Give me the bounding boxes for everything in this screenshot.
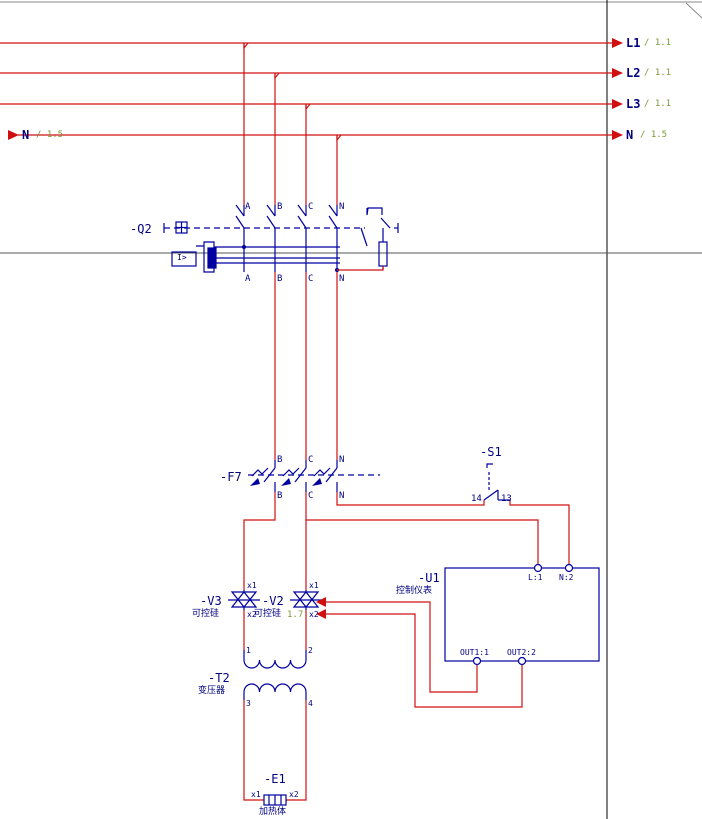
bus-l3-label: L3 bbox=[626, 97, 641, 111]
bus-l2-label: L2 bbox=[626, 66, 641, 80]
bus-arrows bbox=[8, 38, 623, 140]
q2-pole-bottom-b: B bbox=[277, 274, 283, 284]
u1-pin-l: L:1 bbox=[528, 573, 543, 582]
v2-pin-x1: x1 bbox=[309, 581, 319, 590]
q2-pole-top-b: B bbox=[277, 202, 283, 212]
e1-pin-x1: x1 bbox=[251, 790, 261, 799]
q2-pole-bottom-c: C bbox=[308, 274, 314, 284]
q2-pole-top-n: N bbox=[339, 202, 345, 212]
q2-trip-label: I> bbox=[177, 253, 187, 262]
control-wires bbox=[243, 492, 570, 801]
bus-n-in-ref[interactable]: / 1.5 bbox=[36, 130, 64, 140]
q2-pole-bottom-n: N bbox=[339, 274, 345, 284]
breaker-f7-arrows bbox=[250, 478, 322, 486]
t2-tag: -T2 bbox=[208, 671, 230, 685]
t2-pin-4: 4 bbox=[308, 699, 313, 708]
t2-pin-1: 1 bbox=[246, 646, 251, 655]
s1-pin-14: 14 bbox=[471, 494, 482, 504]
t2-pin-3: 3 bbox=[246, 699, 251, 708]
bus-n-arrow bbox=[612, 130, 623, 140]
switch-s1-symbol[interactable] bbox=[483, 463, 510, 501]
breaker-q2-junctions bbox=[242, 245, 339, 272]
v3-desc: 可控硅 bbox=[192, 609, 220, 619]
f7-tag: -F7 bbox=[220, 470, 242, 484]
q2-tag: -Q2 bbox=[130, 222, 152, 236]
bus-n-ref[interactable]: / 1.5 bbox=[640, 130, 668, 140]
v2-ref[interactable]: 1.7 bbox=[287, 610, 304, 620]
e1-desc: 加热体 bbox=[259, 807, 287, 817]
u1-desc: 控制仪表 bbox=[396, 586, 433, 596]
bus-lines bbox=[0, 42, 614, 136]
u1-pin-out2: OUT2:2 bbox=[507, 648, 536, 657]
breaker-q2-symbol[interactable] bbox=[163, 204, 399, 273]
bus-n-in-label: N bbox=[22, 128, 30, 142]
breaker-f7-symbol[interactable] bbox=[248, 460, 380, 492]
q2-pole-top-a: A bbox=[245, 202, 251, 212]
v3-pin-x2: x2 bbox=[247, 610, 257, 619]
t2-pin-2: 2 bbox=[308, 646, 313, 655]
u1-tag: -U1 bbox=[418, 571, 440, 585]
thyristor-v2-symbol[interactable] bbox=[290, 590, 322, 610]
bus-n-label: N bbox=[626, 128, 634, 142]
v2-tag: -V2 bbox=[262, 594, 284, 608]
bus-l2-arrow bbox=[612, 68, 623, 78]
f7-pole-top-b: B bbox=[277, 455, 283, 465]
bus-l1-ref[interactable]: / 1.1 bbox=[644, 38, 672, 48]
f7-pole-bottom-b: B bbox=[277, 491, 283, 501]
q2-aux-wire bbox=[337, 266, 384, 271]
f7-pole-bottom-c: C bbox=[308, 491, 314, 501]
u1-pin-out1: OUT1:1 bbox=[460, 648, 489, 657]
e1-pin-x2: x2 bbox=[289, 790, 299, 799]
bus-l3-ref[interactable]: / 1.1 bbox=[644, 99, 672, 109]
f7-pole-bottom-n: N bbox=[339, 491, 345, 501]
f7-pole-top-c: C bbox=[308, 455, 314, 465]
q2-pole-top-c: C bbox=[308, 202, 314, 212]
v3-pin-x1: x1 bbox=[247, 581, 257, 590]
t2-desc: 变压器 bbox=[198, 686, 226, 696]
s1-tag: -S1 bbox=[480, 445, 502, 459]
bus-n-in-arrow bbox=[8, 130, 19, 140]
bus-taps bbox=[243, 42, 342, 205]
bus-l1-label: L1 bbox=[626, 36, 641, 50]
q2-pole-bottom-a: A bbox=[245, 274, 251, 284]
v2-pin-x2: x2 bbox=[309, 610, 319, 619]
transformer-t2-symbol[interactable] bbox=[243, 650, 307, 700]
bus-l2-ref[interactable]: / 1.1 bbox=[644, 68, 672, 78]
gate-arrows bbox=[316, 597, 326, 619]
bus-l1-arrow bbox=[612, 38, 623, 48]
heater-e1-symbol[interactable] bbox=[263, 794, 287, 806]
v2-desc: 可控硅 bbox=[254, 609, 282, 619]
wires-q2-to-f7 bbox=[274, 272, 338, 460]
s1-pin-13: 13 bbox=[501, 494, 512, 504]
v3-tag: -V3 bbox=[200, 594, 222, 608]
f7-pole-top-n: N bbox=[339, 455, 345, 465]
u1-pin-n: N:2 bbox=[559, 573, 574, 582]
bus-l3-arrow bbox=[612, 99, 623, 109]
controller-u1-box[interactable] bbox=[444, 563, 600, 666]
thyristor-v3-symbol[interactable] bbox=[228, 590, 260, 610]
e1-tag: -E1 bbox=[264, 772, 286, 786]
